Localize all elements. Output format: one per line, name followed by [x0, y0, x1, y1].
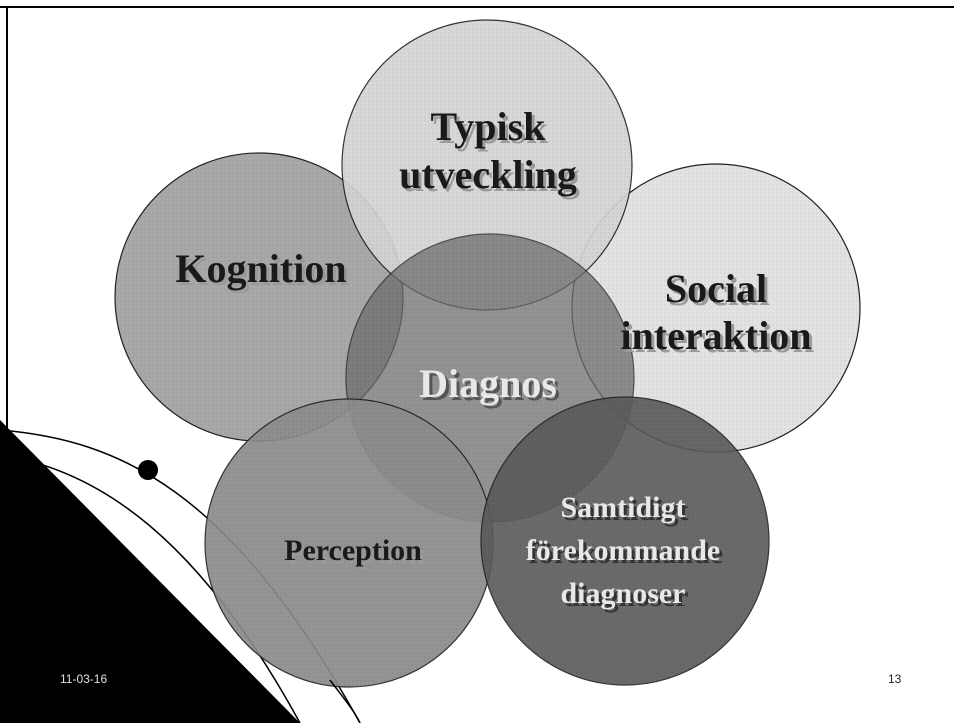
- circle-kognition: [114, 152, 404, 442]
- label-perception: Perception Perception: [284, 534, 425, 570]
- label-right-line2: interaktion: [620, 313, 811, 358]
- circle-typisk-utveckling: [341, 19, 633, 311]
- svg-text:Perception: Perception: [287, 537, 425, 570]
- corner-triangle: [0, 420, 300, 723]
- svg-text:Samtidigt: Samtidigt: [563, 494, 688, 527]
- label-social-interaktion: Social Social interaktion interaktion: [620, 266, 814, 361]
- svg-text:Diagnos: Diagnos: [422, 364, 560, 409]
- bullet-dot: [138, 460, 158, 480]
- svg-text:Typisk: Typisk: [434, 107, 550, 152]
- slide-page-number: 13: [888, 672, 902, 686]
- svg-text:förekommande: förekommande: [529, 537, 723, 570]
- label-kognition: Kognition Kognition: [175, 246, 349, 294]
- label-right-line1: Social: [665, 266, 767, 311]
- svg-text:interaktion: interaktion: [623, 316, 814, 361]
- circle-perception: [204, 398, 494, 688]
- label-typisk-utveckling: Typisk Typisk utveckling utveckling: [399, 104, 580, 200]
- label-center: Diagnos: [419, 361, 557, 406]
- svg-text:diagnoser: diagnoser: [563, 580, 688, 613]
- circle-social-interaktion: [571, 163, 861, 453]
- slide-date: 11-03-16: [60, 672, 108, 686]
- svg-text:utveckling: utveckling: [402, 155, 580, 200]
- label-bottom-left: Perception: [284, 534, 422, 567]
- label-diagnos: Diagnos Diagnos: [419, 361, 560, 409]
- label-samtidigt: Samtidigt Samtidigt förekommande förekom…: [526, 491, 723, 613]
- svg-text:Kognition: Kognition: [178, 249, 349, 294]
- label-left: Kognition: [175, 246, 346, 291]
- label-top-line2: utveckling: [399, 152, 577, 197]
- circle-samtidigt: [480, 396, 770, 686]
- label-top-line1: Typisk: [431, 104, 547, 149]
- label-bottom-right-line2: förekommande: [526, 534, 720, 567]
- label-bottom-right-line1: Samtidigt: [560, 491, 685, 524]
- label-bottom-right-line3: diagnoser: [560, 577, 685, 610]
- svg-text:Social: Social: [668, 269, 770, 314]
